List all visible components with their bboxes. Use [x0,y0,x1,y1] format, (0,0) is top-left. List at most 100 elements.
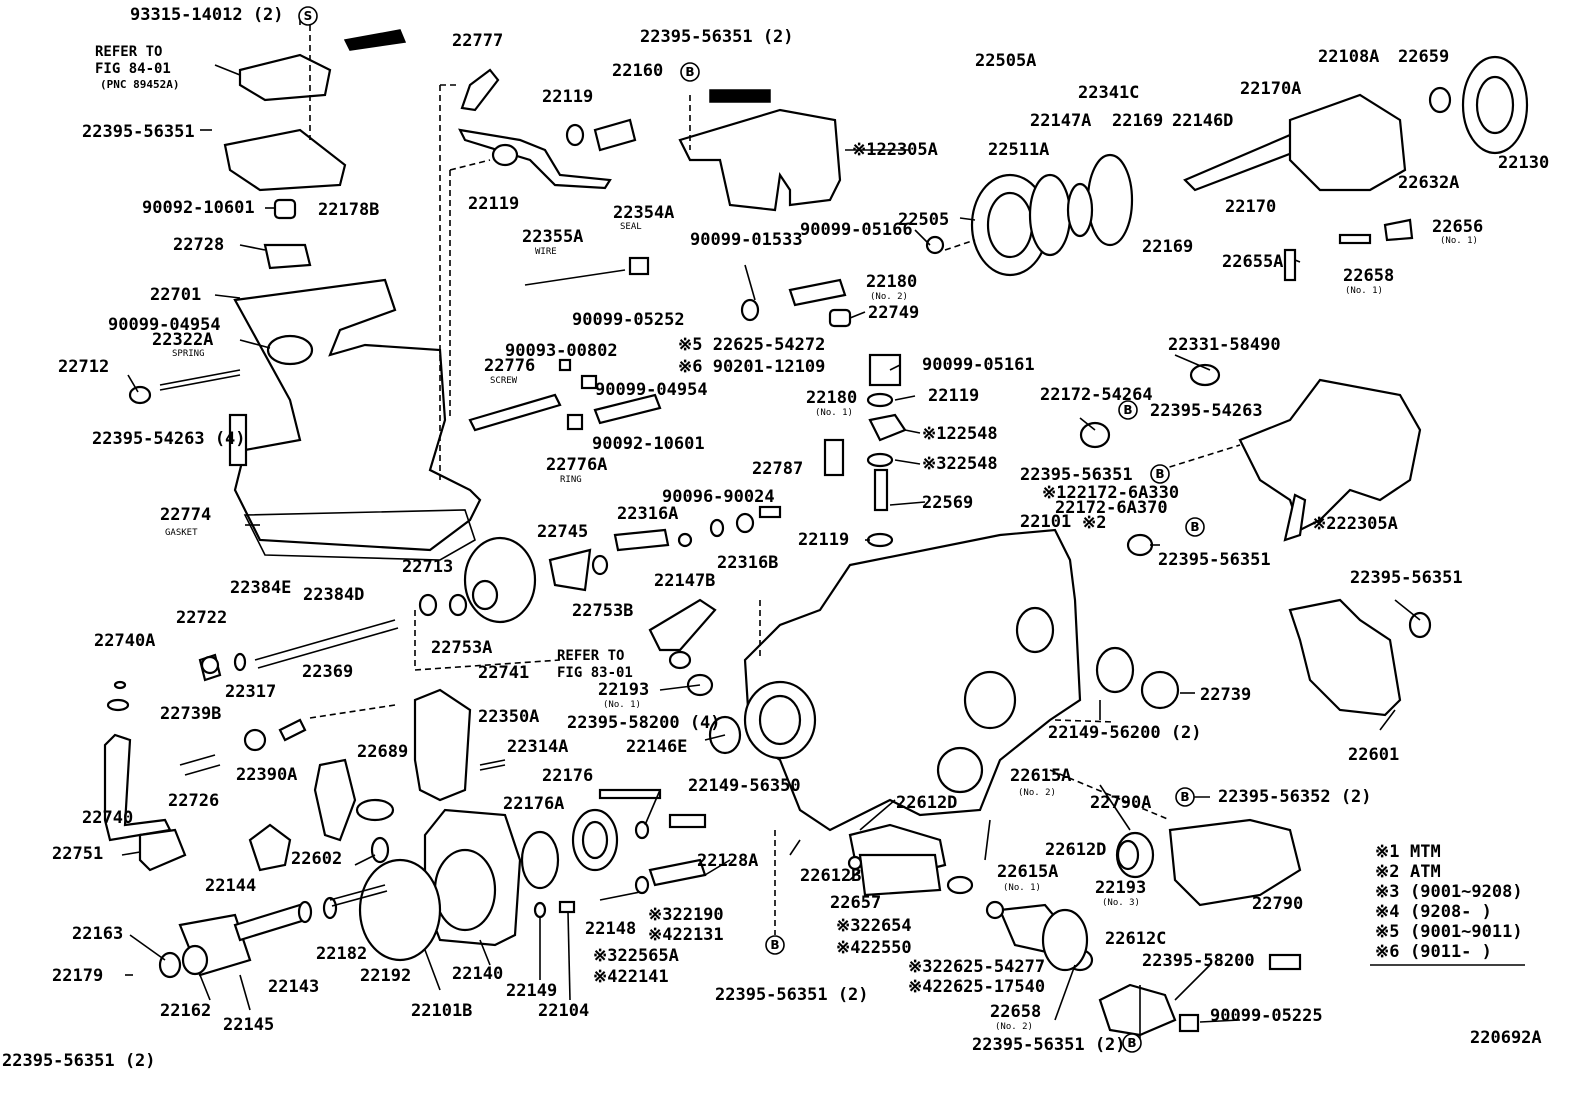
part-label: 90092-10601 [142,198,255,218]
part-label: 22140 [452,964,503,984]
part-label: 22722 [176,608,227,628]
part-label: ※122548 [922,424,998,444]
part-label: 22180 [866,272,917,292]
part-label: 22169 [1142,237,1193,257]
part-label: 22119 [798,530,849,550]
part-label: 22745 [537,522,588,542]
part-label: 22145 [223,1015,274,1035]
part-label: 22657 [830,893,881,913]
part-label: 22749 [868,303,919,323]
part-label: 22395-56351 (2) [2,1051,156,1071]
cover-22601-drawing [1288,598,1402,717]
part-label: ※322625-54277 [908,957,1045,977]
legend-mark: ※2 [1375,862,1399,882]
part-label: 22776A [546,455,607,475]
part-label: 22178B [318,200,379,220]
badge-b-56351-b: B [1185,517,1205,537]
svg-text:B: B [685,65,694,79]
part-label: 22726 [168,791,219,811]
note-no2-22615A: (No. 2) [1018,788,1056,798]
part-label: 22176A [503,794,564,814]
part-label: 22162 [160,1001,211,1021]
part-label: 22712 [58,357,109,377]
part-label: 22753B [572,601,633,621]
part-label: 90099-04954 [595,380,708,400]
svg-text:B: B [1180,790,1189,804]
note-no1-22658: (No. 1) [1345,286,1383,296]
part-label: 22713 [402,557,453,577]
part-label: 22163 [72,924,123,944]
bracket-plate-drawing [223,128,347,192]
part-label: 22774 [160,505,211,525]
part-label: ※422131 [648,925,724,945]
part-label: 22658 [1343,266,1394,286]
part-label: 90099-05252 [572,310,685,330]
refer-label-fig84: REFER TO [95,44,162,60]
shaft-22170-drawing [1183,133,1302,192]
svg-text:B: B [770,938,779,952]
note-ring: RING [560,475,582,485]
part-label: 22740 [82,808,133,828]
refer-label-fig83-line2: FIG 83-01 [557,665,633,681]
part-label: ※322190 [648,905,724,925]
switch-assembly-drawing [678,108,842,212]
callout-93315: 93315-14012 (2) [130,5,284,25]
diagram-id: 220692A [1470,1028,1542,1048]
part-label: 22104 [538,1001,589,1021]
note-no1-22180: (No. 1) [815,408,853,418]
part-label: 22511A [988,140,1049,160]
part-label: ※122305A [852,140,938,160]
part-label: 22179 [52,966,103,986]
note-seal: SEAL [620,222,642,232]
legend-text: (9001~9208) [1410,882,1523,902]
legend-text: MTM [1410,842,1441,862]
lever-drawing [458,128,612,190]
part-label: ※5 22625-54272 [678,335,825,355]
part-label: 22182 [316,944,367,964]
part-label: 22170 [1225,197,1276,217]
part-label: 22395-54263 (4) [92,429,246,449]
legend-text: (9208- ) [1410,902,1492,922]
part-label: 22160 [612,61,663,81]
part-label: 22790A [1090,793,1151,813]
part-label: 22172-6A370 [1055,498,1168,518]
part-label: 90099-05225 [1210,1006,1323,1026]
part-label: 22128A [697,851,758,871]
part-label: 22505A [975,51,1036,71]
svg-text:B: B [1190,520,1199,534]
part-label: 22101 [1020,512,1071,532]
part-label: 22176 [542,766,593,786]
part-label: ※422625-17540 [908,977,1045,997]
refer-label-fig84-line2: FIG 84-01 [95,61,171,77]
badge-b-bottom-right: B [1122,1033,1142,1053]
note-no1-22193: (No. 1) [603,700,641,710]
part-label: 22395-56351 [82,122,195,142]
part-label: 22395-58200 (4) [567,713,721,733]
part-label: 22612C [1105,929,1166,949]
part-label: 22170A [1240,79,1301,99]
part-label: 90092-10601 [592,434,705,454]
part-label: ※222305A [1312,514,1398,534]
part-label: 22615A [1010,766,1071,786]
part-label: 22322A [152,330,213,350]
part-label: 22144 [205,876,256,896]
part-label: ※322548 [922,454,998,474]
part-label: 22655A [1222,252,1283,272]
part-label: 22350A [478,707,539,727]
badge-b-bottom-mid: B [765,935,785,955]
part-label: 22101B [411,1001,472,1021]
part-label: 90099-04954 [108,315,221,335]
part-label: 22331-58490 [1168,335,1281,355]
legend-text: (9001~9011) [1410,922,1523,942]
gasket-drawing [243,509,476,561]
callout-56351-top: 22395-56351 (2) [640,27,794,47]
part-label: 22689 [357,742,408,762]
connector-drawing [343,29,407,51]
part-label: 22384D [303,585,364,605]
callout-56351-bottom: 22395-56351 (2) [715,985,869,1005]
note-gasket: GASKET [165,528,198,538]
part-label: 22149-56200 (2) [1048,723,1202,743]
part-label: 22169 [1112,111,1163,131]
solenoid-cover-drawing [238,53,332,102]
